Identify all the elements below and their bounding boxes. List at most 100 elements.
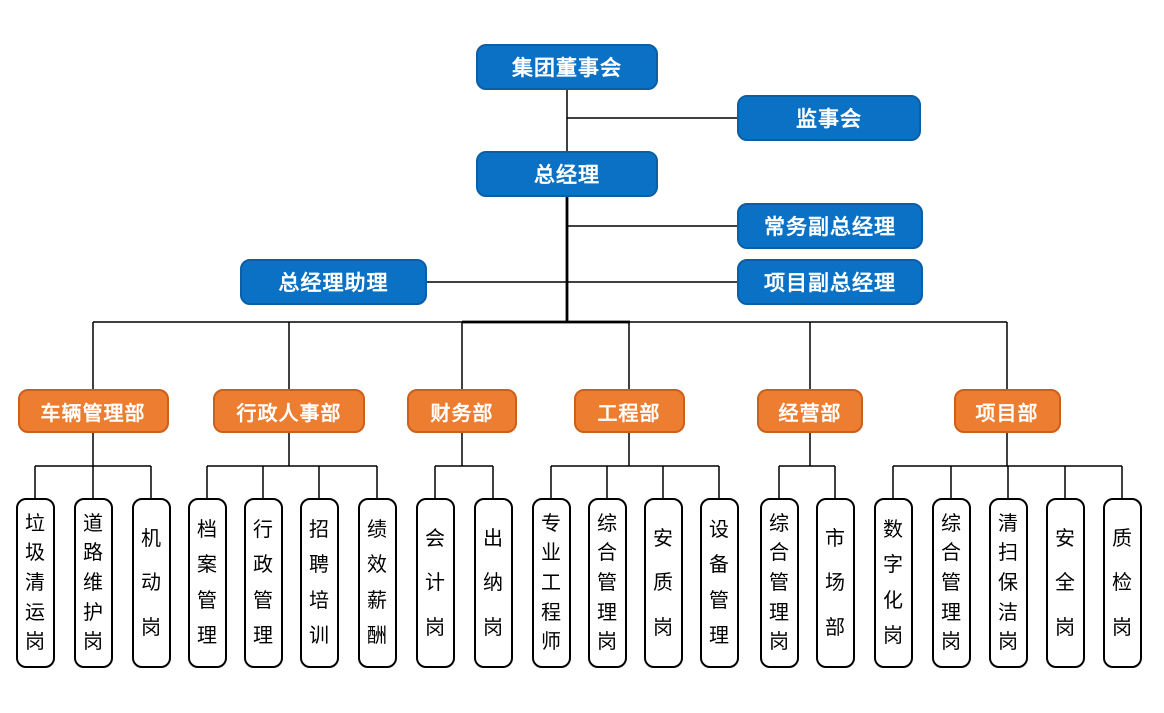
position-label-char: 薪	[367, 589, 387, 612]
position-label-char: 字	[883, 554, 903, 577]
position-label-char: 综	[597, 512, 617, 535]
position-label-char: 圾	[25, 542, 45, 565]
node-group-board: 集团董事会	[476, 44, 658, 90]
position-label-char: 培	[309, 589, 329, 612]
position-label-char: 清	[25, 571, 45, 594]
position-label-char: 岗	[998, 631, 1018, 654]
position-box-admin-hr-4: 绩效薪酬	[357, 498, 397, 668]
node-dept-admin-hr: 行政人事部	[213, 389, 365, 433]
position-label-char: 质	[653, 572, 673, 594]
position-box-admin-hr-2: 行政管理	[243, 498, 283, 668]
position-box-admin-hr-1: 档案管理	[187, 498, 227, 668]
position-label-char: 聘	[309, 554, 329, 577]
position-label-char: 动	[141, 572, 161, 594]
position-label-char: 运	[25, 601, 45, 624]
position-label-char: 维	[83, 571, 103, 594]
position-label-char: 岗	[941, 631, 961, 654]
position-label-char: 岗	[1112, 616, 1132, 639]
position-label-char: 安	[1055, 527, 1075, 550]
position-label-char: 垃	[25, 512, 45, 535]
position-label-char: 岗	[141, 616, 161, 639]
position-label-char: 管	[709, 589, 729, 612]
position-box-operations-2: 市场部	[815, 498, 855, 668]
node-dept-operations: 经营部	[757, 389, 863, 433]
position-label-char: 师	[541, 631, 561, 654]
position-box-engineering-3: 安质岗	[643, 498, 683, 668]
node-dept-vehicle-management: 车辆管理部	[17, 389, 169, 433]
position-label-char: 理	[709, 625, 729, 648]
position-box-project-1: 数字化岗	[873, 498, 913, 668]
position-box-operations-1: 综合管理岗	[759, 498, 799, 668]
position-label-char: 扫	[998, 542, 1018, 565]
node-gm-assistant: 总经理助理	[240, 259, 427, 305]
position-label-char: 管	[597, 571, 617, 594]
position-label-char: 路	[83, 542, 103, 565]
position-label-char: 理	[197, 625, 217, 648]
position-label-char: 理	[769, 601, 789, 624]
node-dept-finance: 财务部	[407, 389, 517, 433]
position-label-char: 绩	[367, 518, 387, 541]
position-label-char: 岗	[483, 616, 503, 639]
position-box-vehicle-management-3: 机动岗	[131, 498, 171, 668]
position-label-char: 业	[541, 542, 561, 565]
position-label-char: 会	[425, 527, 445, 550]
position-box-finance-1: 会计岗	[415, 498, 455, 668]
node-project-deputy-gm: 项目副总经理	[737, 259, 923, 305]
position-label-char: 岗	[597, 631, 617, 654]
position-label-char: 保	[998, 571, 1018, 594]
position-label-char: 备	[709, 554, 729, 577]
position-label-char: 训	[309, 625, 329, 648]
position-label-char: 清	[998, 512, 1018, 535]
position-label-char: 管	[769, 571, 789, 594]
position-label-char: 酬	[367, 625, 387, 648]
position-label-char: 计	[425, 572, 445, 594]
position-label-char: 岗	[25, 631, 45, 654]
position-label-char: 综	[941, 512, 961, 535]
position-label-char: 合	[941, 542, 961, 565]
position-label-char: 管	[197, 589, 217, 612]
position-label-char: 专	[541, 512, 561, 535]
node-dept-engineering: 工程部	[573, 389, 685, 433]
position-label-char: 护	[83, 601, 103, 624]
position-label-char: 全	[1055, 572, 1075, 594]
position-label-char: 数	[883, 518, 903, 541]
position-label-char: 岗	[769, 631, 789, 654]
position-box-engineering-2: 综合管理岗	[587, 498, 627, 668]
position-box-project-3: 清扫保洁岗	[988, 498, 1028, 668]
position-label-char: 纳	[483, 572, 503, 594]
node-general-manager: 总经理	[476, 151, 658, 197]
position-box-project-4: 安全岗	[1045, 498, 1085, 668]
position-label-char: 岗	[1055, 616, 1075, 639]
position-box-vehicle-management-2: 道路维护岗	[73, 498, 113, 668]
position-label-char: 行	[253, 518, 273, 541]
position-label-char: 理	[941, 601, 961, 624]
position-box-admin-hr-3: 招聘培训	[299, 498, 339, 668]
position-label-char: 岗	[653, 616, 673, 639]
position-label-char: 市	[825, 527, 845, 550]
position-label-char: 场	[825, 572, 845, 594]
position-label-char: 管	[253, 589, 273, 612]
position-label-char: 质	[1112, 527, 1132, 550]
position-box-project-2: 综合管理岗	[931, 498, 971, 668]
position-label-char: 洁	[998, 601, 1018, 624]
position-label-char: 招	[309, 518, 329, 541]
position-box-project-5: 质检岗	[1102, 498, 1142, 668]
position-label-char: 合	[597, 542, 617, 565]
position-box-engineering-1: 专业工程师	[531, 498, 571, 668]
position-label-char: 工	[541, 571, 561, 594]
node-supervisory-board: 监事会	[737, 95, 921, 141]
position-box-engineering-4: 设备管理	[699, 498, 739, 668]
position-label-char: 管	[941, 571, 961, 594]
position-label-char: 检	[1112, 572, 1132, 594]
position-label-char: 道	[83, 512, 103, 535]
position-label-char: 化	[883, 589, 903, 612]
node-executive-deputy-gm: 常务副总经理	[737, 203, 923, 249]
position-box-finance-2: 出纳岗	[473, 498, 513, 668]
position-label-char: 设	[709, 518, 729, 541]
position-label-char: 综	[769, 512, 789, 535]
position-label-char: 安	[653, 527, 673, 550]
position-label-char: 机	[141, 527, 161, 550]
position-label-char: 理	[597, 601, 617, 624]
